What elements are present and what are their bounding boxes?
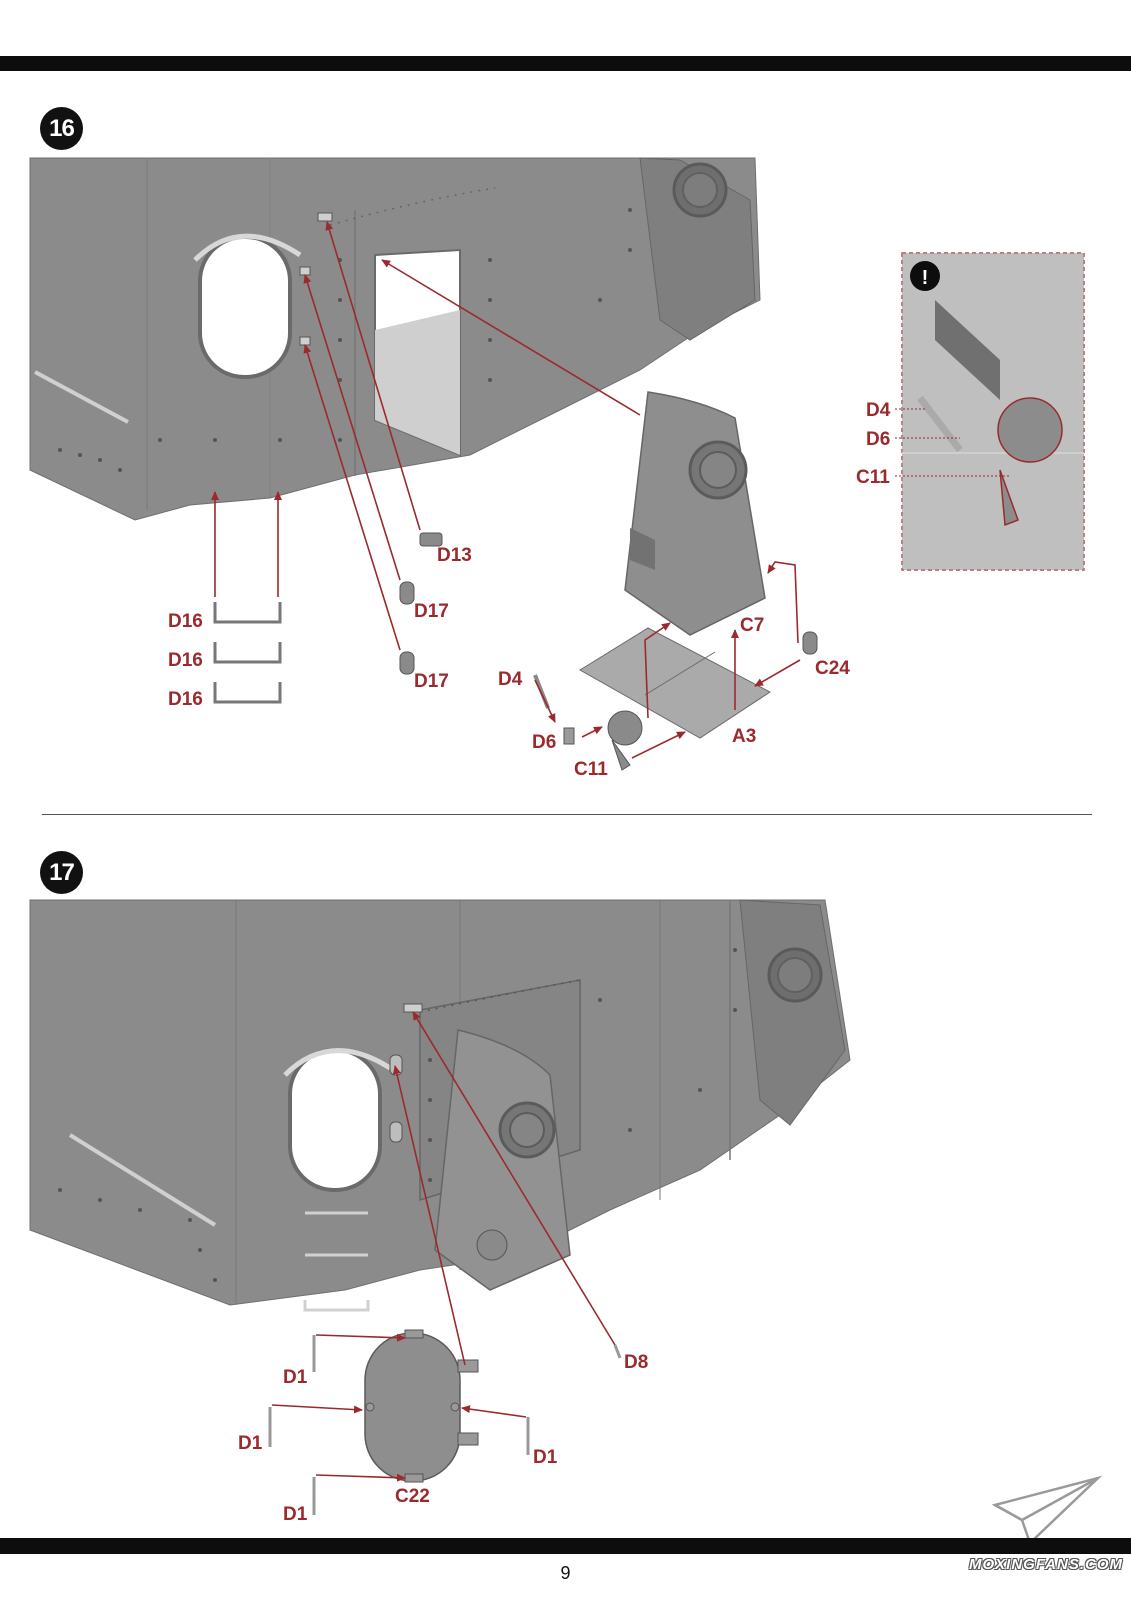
step-17-hull (29, 899, 851, 1312)
part-label-d8: D8 (624, 1352, 648, 1373)
part-label-d1: D1 (283, 1504, 308, 1525)
step-17-labels: D1 D1 D1 D1 C22 D8 (238, 1352, 648, 1525)
step-17-badge: 17 (40, 851, 83, 894)
top-bar (0, 56, 1131, 71)
pins-d1-d8 (268, 1335, 622, 1515)
part-label-d13: D13 (437, 545, 472, 566)
exclamation-badge: ! (922, 267, 929, 289)
hatch-door-c22 (364, 1329, 479, 1483)
part-label-d4: D4 (498, 669, 523, 690)
hatch-cover-c7 (624, 391, 766, 636)
watermark-text: MOXINGFANS.COM (968, 1556, 1123, 1573)
part-label-d16: D16 (168, 689, 203, 710)
bottom-bar (0, 1538, 1131, 1554)
step-16-small-parts (299, 212, 443, 675)
part-label-d6: D6 (532, 732, 556, 753)
part-label-d16: D16 (168, 650, 203, 671)
step-16-arrows (211, 221, 801, 759)
plate-a3 (579, 627, 771, 739)
part-label-c22: C22 (395, 1486, 430, 1507)
step-16-badge: 16 (40, 107, 83, 150)
page-number: 9 (560, 1563, 571, 1583)
part-label-d16: D16 (168, 611, 203, 632)
callout-label-c11: C11 (856, 467, 890, 488)
part-label-d17: D17 (414, 601, 449, 622)
part-label-c11: C11 (574, 759, 608, 780)
part-label-c24: C24 (815, 658, 850, 679)
detail-callout: ! D4 D6 C11 (856, 252, 1085, 571)
step-17-arrows (271, 1011, 616, 1482)
paper-plane-icon (991, 1475, 1103, 1546)
hinge-parts (533, 631, 818, 771)
part-label-d1: D1 (533, 1447, 558, 1468)
part-label-a3: A3 (732, 726, 756, 747)
callout-label-d4: D4 (866, 400, 891, 421)
section-divider (42, 814, 1092, 815)
part-label-d1: D1 (283, 1367, 308, 1388)
step-16-labels: D16 D16 D16 D17 D17 D13 D4 D6 C11 C7 C24… (168, 545, 850, 780)
part-label-d17: D17 (414, 671, 449, 692)
ladder-rungs (213, 602, 282, 704)
callout-label-d6: D6 (866, 429, 890, 450)
step-16-hull (29, 157, 761, 521)
part-label-c7: C7 (740, 615, 764, 636)
part-label-d1: D1 (238, 1433, 263, 1454)
exclamation-icon (910, 261, 940, 291)
